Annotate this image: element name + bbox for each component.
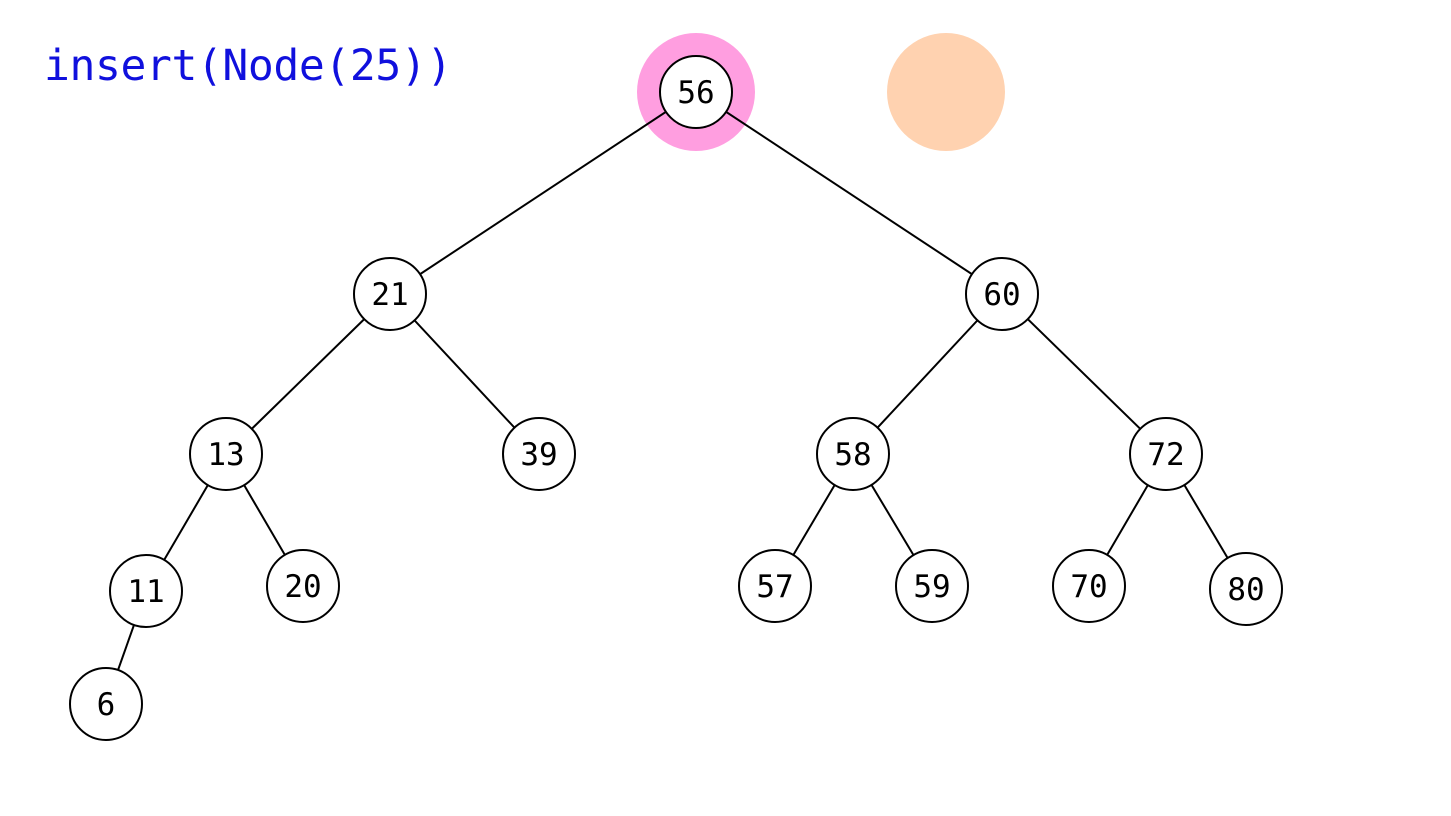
edge-21-13 xyxy=(225,293,391,455)
node-label: 39 xyxy=(520,437,557,473)
node-label: 11 xyxy=(127,574,164,610)
node-label: 21 xyxy=(371,277,408,313)
edge-60-72 xyxy=(1001,293,1167,455)
tree-node-59: 59 xyxy=(895,549,969,623)
tree-node-39: 39 xyxy=(502,417,576,491)
node-circle xyxy=(738,549,812,623)
node-circle xyxy=(1209,552,1283,626)
tree-node-60: 60 xyxy=(965,257,1039,331)
node-label: 59 xyxy=(913,569,950,605)
tree-node-6: 6 xyxy=(69,667,143,741)
tree-node-11: 11 xyxy=(109,554,183,628)
node-label: 56 xyxy=(677,75,714,111)
tree-node-72: 72 xyxy=(1129,417,1203,491)
edge-56-21 xyxy=(389,91,697,295)
tree-node-13: 13 xyxy=(189,417,263,491)
node-circle xyxy=(69,667,143,741)
node-circle xyxy=(353,257,427,331)
tree-nodes: 56 21 60 13 39 58 72 11 20 57 59 70 80 6 xyxy=(69,55,1283,741)
node-circle xyxy=(965,257,1039,331)
tree-node-57: 57 xyxy=(738,549,812,623)
node-label: 70 xyxy=(1070,569,1107,605)
node-label: 58 xyxy=(834,437,871,473)
node-label: 80 xyxy=(1227,572,1264,608)
node-circle xyxy=(1129,417,1203,491)
node-circle xyxy=(502,417,576,491)
node-label: 6 xyxy=(97,687,116,723)
node-circle xyxy=(816,417,890,491)
node-label: 60 xyxy=(983,277,1020,313)
pending-insert-node xyxy=(887,33,1005,151)
node-circle xyxy=(189,417,263,491)
tree-node-20: 20 xyxy=(266,549,340,623)
tree-node-58: 58 xyxy=(816,417,890,491)
node-label: 72 xyxy=(1147,437,1184,473)
tree-node-70: 70 xyxy=(1052,549,1126,623)
node-circle xyxy=(895,549,969,623)
tree-node-56: 56 xyxy=(659,55,733,129)
tree-node-80: 80 xyxy=(1209,552,1283,626)
node-label: 13 xyxy=(207,437,244,473)
node-label: 20 xyxy=(284,569,321,605)
node-circle xyxy=(266,549,340,623)
node-circle xyxy=(109,554,183,628)
node-circle xyxy=(659,55,733,129)
tree-node-21: 21 xyxy=(353,257,427,331)
node-circle xyxy=(1052,549,1126,623)
edge-56-60 xyxy=(695,91,1003,295)
operation-caption: insert(Node(25)) xyxy=(44,41,452,91)
node-label: 57 xyxy=(756,569,793,605)
